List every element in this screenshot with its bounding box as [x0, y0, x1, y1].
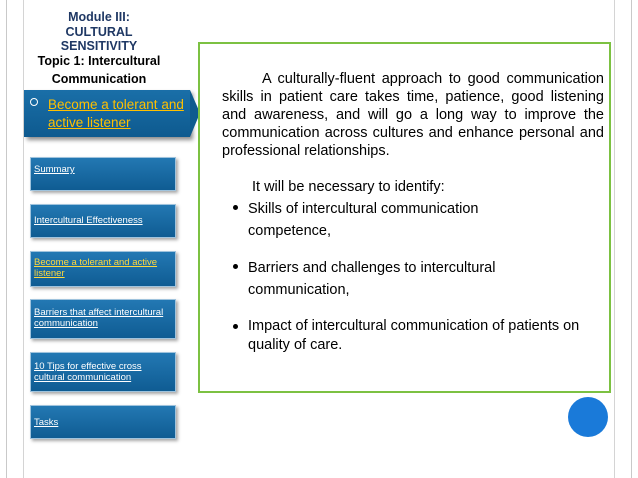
module-title: Module III:	[68, 10, 130, 24]
intro-paragraph: A culturally-fluent approach to good com…	[222, 71, 604, 159]
bullet-dot-icon	[233, 324, 238, 329]
module-name-line1: CULTURAL	[65, 24, 133, 39]
topic-line1: Topic 1: Intercultural	[37, 53, 161, 68]
decorative-circle	[568, 397, 608, 437]
nav-summary-button[interactable]: Summary	[30, 157, 176, 191]
nav-tolerant-listener-button[interactable]: Become a tolerant and active listener	[30, 251, 176, 287]
bullet-dot-icon	[233, 264, 238, 269]
bullet-text: Impact of intercultural communication of…	[248, 318, 580, 353]
circle-bullet-icon	[30, 98, 38, 106]
nav-tasks-label: Tasks	[34, 417, 59, 428]
left-rule	[23, 0, 24, 478]
right-rule	[614, 0, 615, 478]
nav-barriers-button[interactable]: Barriers that affect intercultural commu…	[30, 299, 176, 339]
identify-heading: It will be necessary to identify:	[252, 179, 445, 195]
nav-barriers-label: Barriers that affect intercultural commu…	[34, 307, 164, 329]
active-section[interactable]	[24, 90, 190, 137]
content-panel	[198, 42, 611, 393]
bullet-dot-icon	[233, 205, 238, 210]
nav-intercultural-effectiveness-button[interactable]: Intercultural Effectiveness	[30, 204, 176, 238]
slide-frame	[6, 0, 632, 478]
nav-tips-button[interactable]: 10 Tips for effective cross cultural com…	[30, 352, 176, 392]
nav-tips-label: 10 Tips for effective cross cultural com…	[34, 361, 142, 383]
module-name-line2: SENSITIVITY	[60, 39, 138, 53]
nav-tasks-button[interactable]: Tasks	[30, 405, 176, 439]
topic-line2: Communication	[51, 72, 147, 86]
bullet-text: Barriers and challenges to intercultural…	[248, 260, 496, 298]
active-section-label[interactable]: Become a tolerant and active listener	[48, 97, 184, 130]
active-section-arrow	[190, 90, 200, 137]
nav-intercultural-effectiveness-label: Intercultural Effectiveness	[34, 215, 143, 226]
bullet-text: Skills of intercultural communication co…	[248, 201, 479, 239]
nav-summary-label: Summary	[34, 164, 75, 175]
nav-tolerant-listener-label: Become a tolerant and active listener	[34, 257, 158, 279]
slide-header: Module III: CULTURAL SENSITIVITY Topic 1…	[8, 10, 190, 87]
